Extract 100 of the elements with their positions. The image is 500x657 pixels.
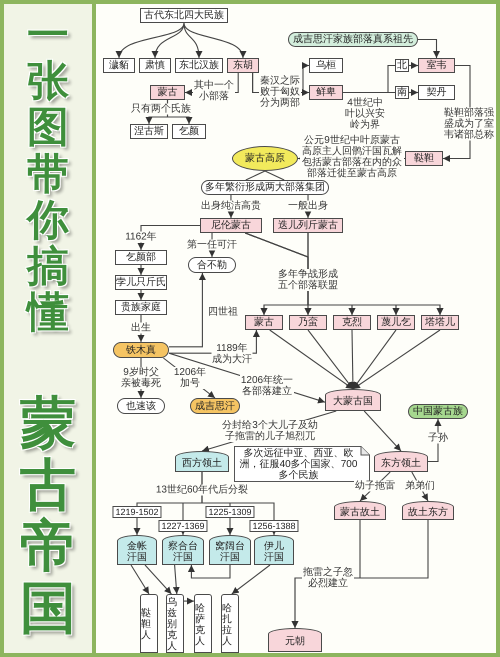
arched-box: 窝阔台汗国 (209, 535, 251, 565)
arrow (169, 273, 206, 348)
term-box: 东北汉族 (175, 58, 223, 73)
highlighted-box: 迭儿列斤蒙古 (273, 218, 343, 233)
arrow (172, 564, 180, 594)
term-box: 乞颜部 (115, 250, 167, 265)
arched-box: 大蒙古国 (325, 389, 381, 411)
arrow (352, 330, 396, 390)
edge-label: 只有两个氏族 (130, 104, 192, 114)
date-tag: 1219-1502 (112, 506, 162, 518)
rounded-box: 也速该 (117, 398, 165, 414)
arched-box: 伊儿汗国 (254, 535, 294, 565)
arched-box: 西方领土 (175, 451, 229, 472)
highlighted-box: 室韦 (418, 58, 455, 73)
arched-box: 金帐汗国 (117, 535, 157, 565)
arrow (138, 224, 200, 250)
term-box: 涅古斯 (130, 124, 168, 139)
highlighted-pill: 成吉思汗 (190, 398, 240, 414)
subtitle: 蒙古帝国 (20, 392, 76, 638)
arched-box: 察合台汗国 (162, 535, 204, 565)
edge-label: 9岁时父亲被毒死 (120, 367, 162, 389)
highlighted-pill: 铁木真 (113, 342, 169, 358)
edge-label: 出生 (130, 322, 152, 334)
arrow (130, 564, 150, 594)
connector-line (343, 92, 395, 94)
edge-label: 幼子拖雷 (354, 480, 396, 492)
arrow (183, 22, 245, 58)
vertical-box: 鞑靼人 (140, 594, 158, 653)
small-box: 北 (395, 59, 409, 72)
arrow (138, 265, 144, 275)
highlighted-box: 蔑儿乞 (377, 315, 415, 330)
arrow (349, 330, 356, 389)
term-box: 贵族家庭 (115, 300, 167, 315)
highlighted-box: 蒙古 (150, 85, 185, 100)
edge-label: 4世纪中叶以兴安岭为界 (344, 98, 386, 130)
arrow (183, 22, 202, 58)
arched-box: 蒙古故土 (334, 501, 386, 520)
connector-line (245, 170, 285, 181)
vertical-box: 哈扎拉人 (221, 594, 239, 653)
highlighted-box: 蒙古 (245, 315, 283, 330)
highlighted-box: 东胡 (227, 58, 259, 73)
arrow (184, 598, 194, 605)
arrow (428, 419, 442, 462)
highlighted-box: 鞑靼 (405, 151, 443, 166)
highlighted-box: 乃蛮 (289, 315, 327, 330)
edge-label: 第一任可汗 (186, 240, 238, 250)
edge-label: 一般出身 (287, 200, 329, 212)
term-box: 乞颜 (172, 124, 206, 139)
edge-label: 四世祖 (207, 306, 239, 318)
highlighted-box: 克烈 (333, 315, 371, 330)
edge-label: 秦汉之际败于匈奴分为两部 (259, 76, 301, 108)
edge-label: 子孙 (427, 432, 449, 444)
edge-label: 多年争战形成五个部落联盟 (277, 269, 339, 291)
arrow (231, 564, 270, 594)
arrow (144, 564, 172, 594)
highlighted-box: 塔塔儿 (421, 315, 459, 330)
edge-label: 1189年成为大汗 (212, 343, 252, 365)
highlighted-box: 鲜卑 (309, 85, 343, 100)
arrow (138, 290, 144, 300)
highlighted-box: 尼伦蒙古 (200, 218, 262, 233)
vertical-box: 乌兹别克人 (166, 594, 184, 653)
edge-label: 1206年统一各部落建立 (240, 375, 294, 397)
arched-box: 元朝 (268, 628, 322, 652)
arrow (152, 22, 185, 58)
date-tag: 1256-1388 (249, 520, 299, 532)
arrow (269, 330, 354, 390)
vertical-box: 哈萨克人 (194, 594, 212, 653)
edge-label: 拖雷之子忽必烈建立 (302, 567, 354, 589)
edge-label: 出身纯洁高贵 (200, 200, 262, 212)
term-box: 肃慎 (139, 58, 171, 73)
arrow (308, 330, 354, 390)
date-tag: 1225-1309 (205, 506, 255, 518)
arched-box: 故土东方 (402, 501, 454, 520)
arrow (188, 565, 231, 579)
date-tag: 1227-1369 (158, 520, 208, 532)
rounded-box: 成吉思汗家族部落真系祖先 (288, 32, 418, 47)
arrow (138, 315, 144, 342)
edge-label: 公元9世纪中叶原蒙古高原主人回鹘汗国瓦解包括蒙古部落在内的众部落迁徙至蒙古高原 (300, 135, 404, 179)
term-box: 乌桓 (309, 58, 343, 73)
rounded-box: 中国蒙古族 (408, 404, 468, 419)
arrow (352, 330, 440, 390)
arrow (307, 233, 444, 315)
arrow (364, 410, 402, 452)
term-box: 孛儿只斤氏 (115, 275, 167, 290)
edge-label: 13世纪60年代后分裂 (154, 484, 250, 496)
term-box: 濊貊 (103, 58, 135, 73)
small-box: 南 (395, 86, 409, 99)
title: 一张图带你搞懂 (27, 12, 69, 336)
edge-label: 弟弟们 (404, 480, 436, 492)
arrow (418, 38, 440, 58)
edge-label: 1206年加号 (171, 367, 209, 389)
term-box: 古代东北四大民族 (140, 8, 228, 23)
rounded-box: 多年繁衍形成两大部落集团 (201, 180, 329, 195)
edge-label: 其中一个小部落 (193, 80, 235, 102)
arched-box: 东方领土 (374, 451, 428, 472)
rounded-box: 合不勒 (188, 257, 236, 273)
edge-label: 鞑靼部落强盛成为了室韦诸部总称 (444, 108, 494, 140)
arrow (117, 22, 185, 58)
arrow (409, 62, 418, 69)
arrow (409, 89, 418, 96)
